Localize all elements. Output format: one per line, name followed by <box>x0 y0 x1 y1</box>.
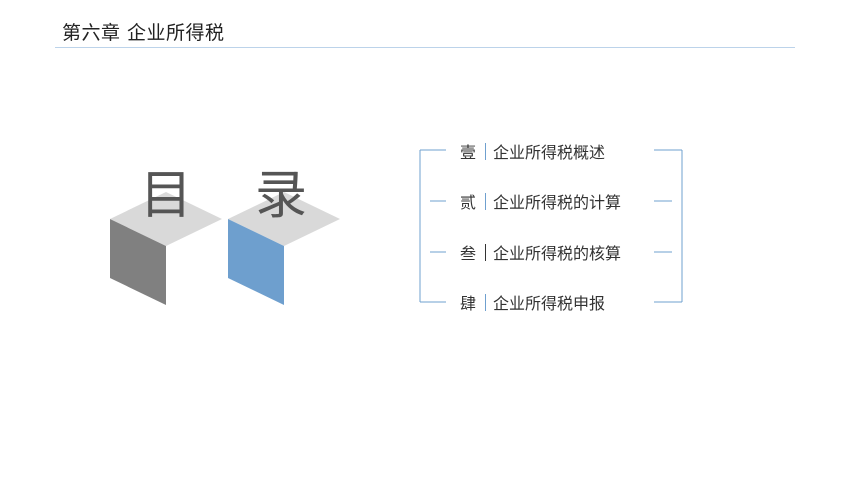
toc-item-label: 企业所得税概述 <box>493 143 606 162</box>
toc-item-3[interactable]: 叁 企业所得税的核算 <box>456 241 621 263</box>
toc-item-4[interactable]: 肆 企业所得税申报 <box>456 291 605 313</box>
hero-char-lu: 录 <box>255 166 308 226</box>
toc-item-number: 肆 <box>459 294 476 313</box>
toc-item-number: 叁 <box>459 244 476 263</box>
toc-item-separator <box>485 142 486 160</box>
toc-item-1[interactable]: 壹 企业所得税概述 <box>456 140 605 162</box>
page-title: 第六章 企业所得税 <box>62 22 225 44</box>
toc-item-2[interactable]: 贰 企业所得税的计算 <box>456 190 621 212</box>
toc-item-label: 企业所得税的计算 <box>493 193 622 212</box>
toc-item-number: 壹 <box>459 143 476 162</box>
toc-item-label: 企业所得税的核算 <box>493 244 622 263</box>
header-divider <box>55 47 795 48</box>
toc-item-separator <box>485 243 486 261</box>
hero-char-mu: 目 <box>140 166 193 226</box>
toc-item-number: 贰 <box>459 193 476 212</box>
toc-item-separator <box>485 192 486 210</box>
blue-cube-side <box>228 219 284 305</box>
toc-item-label: 企业所得税申报 <box>493 294 606 313</box>
toc-item-separator <box>485 293 486 311</box>
gray-cube-side <box>110 219 166 305</box>
